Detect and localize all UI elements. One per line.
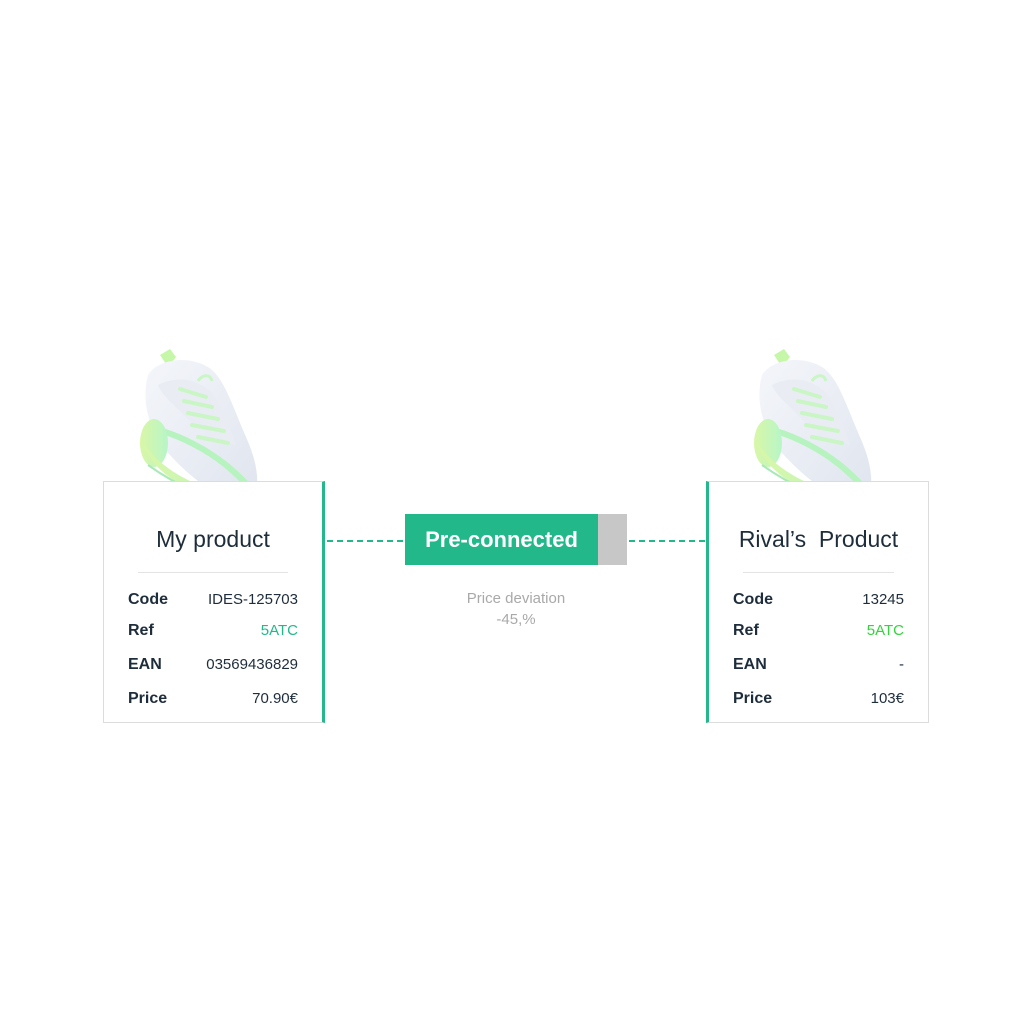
my-product-card[interactable]: My product Code IDES-125703 Ref 5ATC EAN… [103,481,325,723]
field-row-price: Price 103€ [733,690,904,712]
price-deviation: Price deviation -45,% [405,588,627,630]
connector-line-left [327,540,403,542]
field-label: Ref [128,622,154,639]
field-label: Price [733,690,773,707]
field-row-code: Code IDES-125703 [128,591,298,613]
connector-line-right [629,540,705,542]
field-row-ean: EAN 03569436829 [128,656,298,678]
field-label: EAN [733,656,767,673]
field-value: - [899,656,904,673]
field-value: 13245 [862,591,904,608]
field-value-ref: 5ATC [866,622,904,639]
field-label: Code [128,591,168,608]
card-title: Rival’s Product [738,526,899,552]
field-value: 03569436829 [206,656,298,673]
field-label: Price [128,690,168,707]
field-value: IDES-125703 [207,591,298,608]
rival-product-card[interactable]: Rival’s Product Code 13245 Ref 5ATC EAN … [706,481,929,723]
field-value: 70.90€ [252,690,298,707]
connection-status-badge[interactable]: Pre-connected [405,514,627,565]
field-label: Ref [733,622,759,639]
field-value-ref: 5ATC [260,622,298,639]
price-deviation-label: Price deviation [466,590,566,607]
field-label: Code [733,591,773,608]
field-row-ean: EAN - [733,656,904,678]
field-row-ref: Ref 5ATC [128,622,298,644]
field-label: EAN [128,656,162,673]
card-title: My product [156,526,270,552]
status-label: Pre-connected [405,514,598,565]
field-row-code: Code 13245 [733,591,904,613]
field-value: 103€ [870,690,904,707]
price-deviation-value: -45,% [496,611,536,628]
card-divider [138,572,288,573]
field-row-price: Price 70.90€ [128,690,298,712]
status-badge-tail [598,514,627,565]
card-divider [743,572,894,573]
field-row-ref: Ref 5ATC [733,622,904,644]
